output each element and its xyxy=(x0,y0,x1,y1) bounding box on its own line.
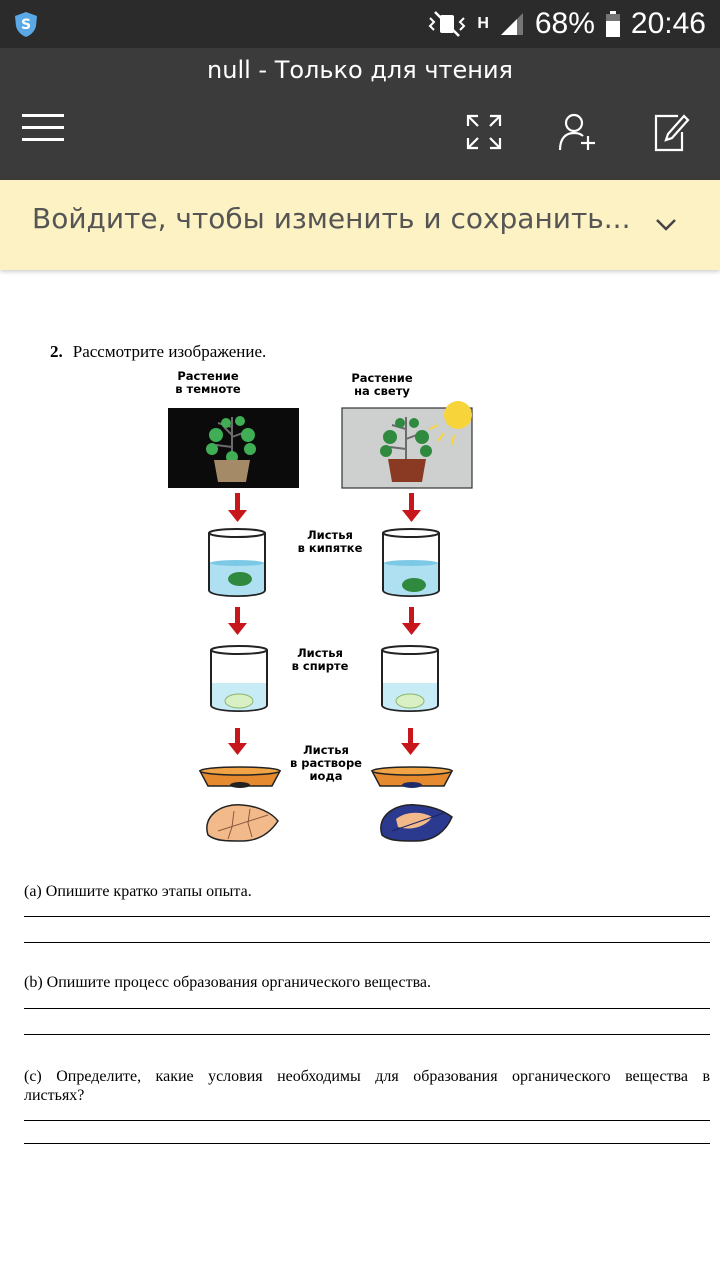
beaker-boiling-left xyxy=(208,528,266,597)
plant-in-dark-image xyxy=(168,408,299,488)
network-type-label: H xyxy=(477,15,489,32)
answer-line[interactable] xyxy=(24,1143,710,1144)
battery-percent: 68% xyxy=(534,7,595,40)
sign-in-banner[interactable]: Войдите, чтобы изменить и сохранить... xyxy=(0,180,720,270)
question-heading: 2. Рассмотрите изображение. xyxy=(50,342,266,362)
add-person-icon[interactable] xyxy=(556,110,600,154)
answer-line[interactable] xyxy=(24,942,710,943)
question-number: 2. xyxy=(50,342,63,361)
app-bar: null - Только для чтения xyxy=(0,48,720,180)
answer-line[interactable] xyxy=(24,916,710,917)
edit-icon[interactable] xyxy=(648,110,692,154)
vibrate-icon xyxy=(428,11,466,37)
leaf-result-right xyxy=(380,804,453,842)
svg-text:S: S xyxy=(21,17,31,33)
menu-icon xyxy=(22,114,70,141)
iodine-dish-left xyxy=(198,766,282,788)
question-part-b: (b) Опишите процесс образования органиче… xyxy=(24,974,432,991)
menu-button[interactable] xyxy=(22,114,70,150)
status-bar: S H 68% 20:46 xyxy=(0,0,720,48)
question-part-c-line1: (c) Определите, какие условия необходимы… xyxy=(24,1068,710,1085)
clock: 20:46 xyxy=(630,7,706,40)
leaf-result-left xyxy=(206,804,279,842)
question-text: Рассмотрите изображение. xyxy=(72,342,267,361)
experiment-drawing xyxy=(168,401,473,842)
question-part-a: (a) Опишите кратко этапы опыта. xyxy=(24,883,252,900)
process-arrows xyxy=(228,493,421,755)
iodine-dish-right xyxy=(370,766,454,788)
battery-icon xyxy=(605,11,620,37)
beaker-alcohol-right xyxy=(381,645,439,712)
chevron-down-icon[interactable] xyxy=(652,210,680,238)
beaker-boiling-right xyxy=(382,528,440,597)
signal-icon xyxy=(500,13,523,35)
answer-line[interactable] xyxy=(24,1120,710,1121)
answer-line[interactable] xyxy=(24,1034,710,1035)
question-part-c-line2: листьях? xyxy=(24,1087,85,1104)
beaker-alcohol-left xyxy=(210,645,268,712)
fullscreen-icon[interactable] xyxy=(462,110,506,154)
document-title: null - Только для чтения xyxy=(207,56,513,84)
plant-in-light-image xyxy=(341,401,473,489)
answer-line[interactable] xyxy=(24,1008,710,1009)
sign-in-banner-text: Войдите, чтобы изменить и сохранить... xyxy=(32,202,631,235)
shield-icon: S xyxy=(15,12,37,37)
